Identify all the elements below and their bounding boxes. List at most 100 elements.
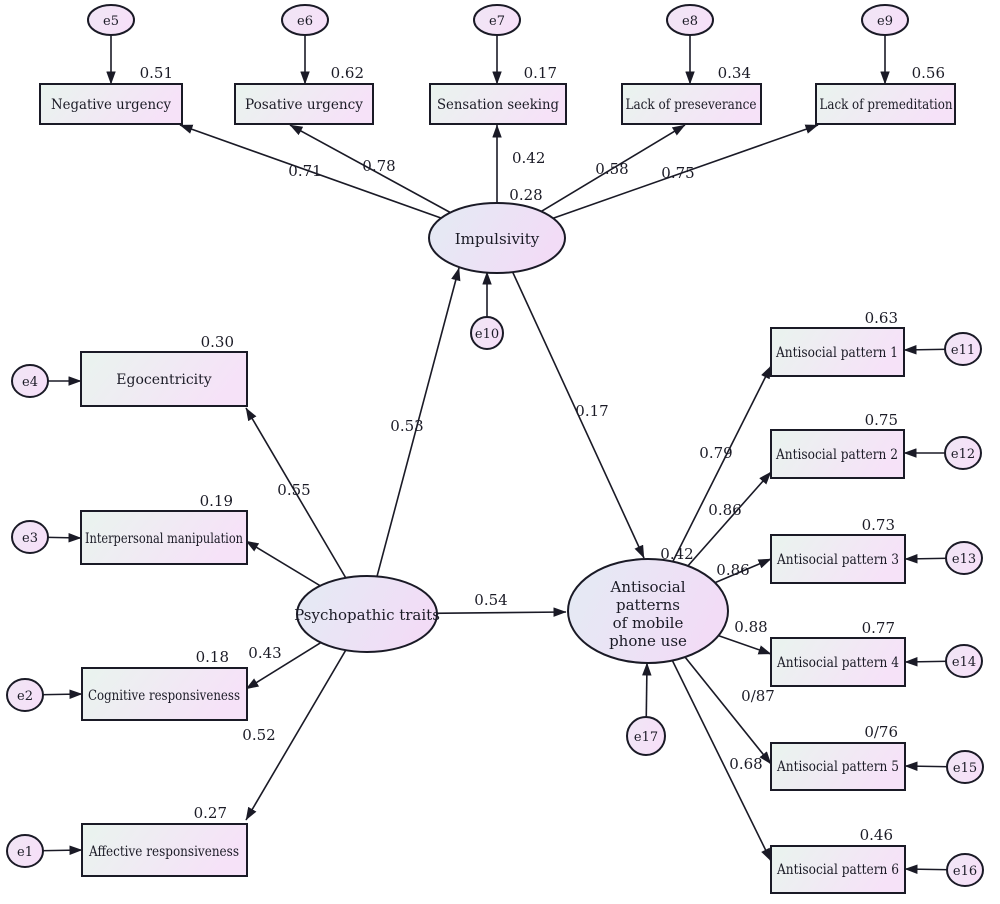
latent-ellipse-psychopathic-traits [296, 575, 438, 653]
coef-psychopathic-cognitive-responsiveness: 0.43 [248, 644, 281, 662]
latent-impulsivity: Impulsivity 0.28 e10 [428, 186, 566, 350]
latent-label-antisocial-line2: patterns [616, 596, 680, 614]
indicator-label-antisocial-pattern-2: Antisocial pattern 2 [775, 447, 898, 463]
right-indicator-antisocial-pattern-5: Antisocial pattern 5 0/76 e15 [770, 723, 984, 791]
error-label-e14: e14 [952, 655, 976, 670]
indicator-label-antisocial-pattern-1: Antisocial pattern 1 [775, 345, 898, 361]
latent-label-psychopathic-traits: Psychopathic traits [294, 606, 440, 624]
r2-negative-urgency: 0.51 [140, 64, 173, 82]
error-ellipse-e2 [6, 678, 44, 712]
r2-sensation-seeking: 0.17 [524, 64, 557, 82]
coef-impulsivity-antisocial: 0.17 [575, 402, 608, 420]
r2-lack-preseverance: 0.34 [718, 64, 751, 82]
indicator-label-interpersonal-manipulation: Interpersonal manipulation [85, 531, 243, 547]
r2-antisocial-pattern-6: 0.46 [860, 826, 893, 844]
latent-label-antisocial-line1: Antisocial [610, 578, 686, 596]
indicator-rect-interpersonal-manipulation [80, 510, 248, 565]
indicator-label-antisocial-pattern-5: Antisocial pattern 5 [776, 759, 899, 775]
coef-psychopathic-antisocial: 0.54 [474, 591, 507, 609]
latent-label-antisocial-line4: phone use [609, 632, 687, 650]
r2-cognitive-responsiveness: 0.18 [196, 648, 229, 666]
coef-impulsivity-lack-premeditation: 0.75 [661, 164, 694, 182]
indicator-rect-antisocial-pattern-5 [770, 742, 906, 791]
error-label-e12: e12 [951, 447, 975, 462]
error-label-e3: e3 [22, 531, 38, 546]
latent-ellipse-impulsivity [428, 202, 566, 274]
indicator-rect-lack-preseverance [621, 83, 762, 125]
error-label-e6: e6 [297, 14, 313, 29]
left-indicator-egocentricity: e4 Egocentricity 0.30 [11, 333, 248, 407]
coef-impulsivity-negative-urgency: 0.71 [288, 162, 321, 180]
error-circle-e17 [626, 716, 666, 756]
top-indicator-sensation-seeking: e7 Sensation seeking 0.17 [429, 4, 567, 125]
error-ellipse-e6 [281, 4, 329, 36]
error-ellipse-e1 [6, 834, 44, 868]
error-ellipse-e9 [861, 4, 909, 36]
coef-impulsivity-sensation-seeking: 0.42 [512, 149, 545, 167]
indicator-label-affective-responsiveness: Affective responsiveness [88, 844, 239, 860]
coef-antisocial-pattern-6: 0.68 [729, 755, 762, 773]
indicator-label-antisocial-pattern-4: Antisocial pattern 4 [776, 655, 899, 671]
coef-antisocial-pattern-3: 0.86 [716, 561, 749, 579]
coef-antisocial-pattern-4: 0.88 [734, 618, 767, 636]
error-label-e13: e13 [952, 552, 976, 567]
right-indicator-antisocial-pattern-4: Antisocial pattern 4 0.77 e14 [770, 619, 983, 687]
latent-label-antisocial-line3: of mobile [613, 614, 684, 632]
indicator-rect-antisocial-pattern-3 [770, 534, 906, 584]
error-ellipse-e7 [473, 4, 521, 36]
top-indicator-negative-urgency: e5 Negative urgency 0.51 [39, 4, 183, 125]
right-indicator-antisocial-pattern-2: Antisocial pattern 2 0.75 e12 [770, 411, 982, 479]
indicator-label-posative-urgency: Posative urgency [245, 97, 363, 113]
latent-ellipse-antisocial-patterns [567, 558, 729, 664]
indicator-rect-sensation-seeking [429, 83, 567, 125]
coef-psychopathic-affective-responsiveness: 0.52 [242, 726, 275, 744]
indicator-rect-antisocial-pattern-6 [770, 845, 906, 894]
indicator-label-antisocial-pattern-6: Antisocial pattern 6 [776, 862, 899, 878]
coef-impulsivity-posative-urgency: 0.78 [362, 157, 395, 175]
error-ellipse-e4 [11, 364, 49, 398]
latent-psychopathic-traits: Psychopathic traits [294, 575, 440, 653]
indicator-label-antisocial-pattern-3: Antisocial pattern 3 [776, 552, 899, 568]
right-indicator-antisocial-pattern-1: Antisocial pattern 1 0.63 e11 [770, 309, 982, 377]
indicator-rect-antisocial-pattern-2 [770, 429, 905, 479]
error-label-e10: e10 [475, 327, 499, 342]
r2-egocentricity: 0.30 [201, 333, 234, 351]
indicator-rect-antisocial-pattern-1 [770, 327, 905, 377]
r2-interpersonal-manipulation: 0.19 [200, 492, 233, 510]
error-ellipse-e8 [666, 4, 714, 36]
error-ellipse-e13 [945, 541, 983, 575]
indicator-label-egocentricity: Egocentricity [116, 372, 211, 388]
top-indicator-lack-preseverance: e8 Lack of preseverance 0.34 [621, 4, 762, 125]
error-circle-e10 [470, 316, 504, 350]
r2-antisocial-pattern-3: 0.73 [862, 516, 895, 534]
error-label-e17: e17 [634, 730, 658, 745]
error-label-e8: e8 [682, 14, 698, 29]
coef-psychopathic-impulsivity: 0.53 [390, 417, 423, 435]
indicator-rect-cognitive-responsiveness [81, 667, 248, 721]
error-ellipse-e11 [944, 332, 982, 366]
error-ellipse-e15 [946, 750, 984, 784]
error-ellipse-e14 [945, 644, 983, 678]
r2-antisocial-pattern-4: 0.77 [862, 619, 895, 637]
right-indicator-antisocial-pattern-3: Antisocial pattern 3 0.73 e13 [770, 516, 983, 584]
error-ellipse-e16 [946, 853, 984, 887]
left-indicator-affective-responsiveness: e1 Affective responsiveness 0.27 [6, 804, 248, 877]
error-label-e7: e7 [489, 14, 505, 29]
indicator-label-negative-urgency: Negative urgency [51, 97, 171, 113]
r2-posative-urgency: 0.62 [331, 64, 364, 82]
left-indicator-interpersonal-manipulation: e3 Interpersonal manipulation 0.19 [11, 492, 248, 565]
error-ellipse-e5 [87, 4, 135, 36]
top-indicator-posative-urgency: e6 Posative urgency 0.62 [234, 4, 374, 125]
error-label-e16: e16 [953, 864, 977, 879]
indicator-rect-posative-urgency [234, 83, 374, 125]
indicator-rect-negative-urgency [39, 83, 183, 125]
coef-impulsivity-lack-preseverance: 0.58 [595, 160, 628, 178]
coef-psychopathic-egocentricity: 0.55 [277, 481, 310, 499]
error-label-e2: e2 [17, 689, 33, 704]
indicator-rect-affective-responsiveness [81, 823, 248, 877]
r2-antisocial-pattern-2: 0.75 [865, 411, 898, 429]
error-label-e9: e9 [877, 14, 893, 29]
path-coefficients: 0.71 0.78 0.42 0.58 0.75 0.55 0.43 0.52 … [242, 149, 775, 773]
